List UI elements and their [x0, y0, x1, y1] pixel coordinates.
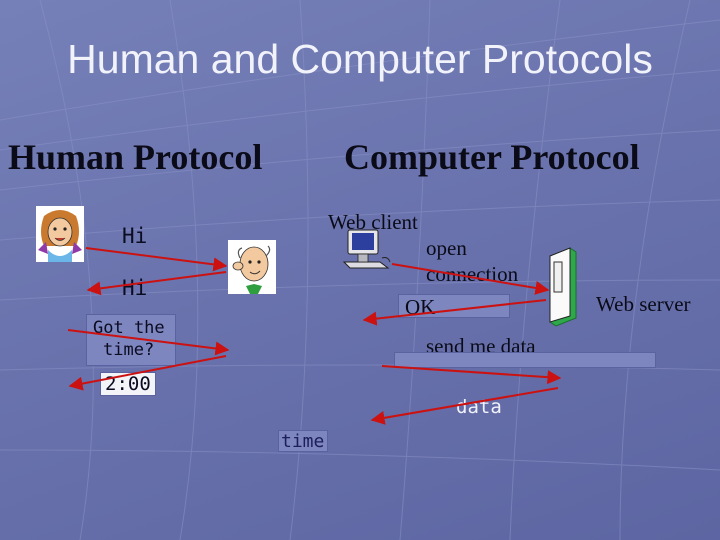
- arrow-hi-to-man: [86, 248, 226, 266]
- arrow-open-connection: [392, 264, 548, 290]
- arrow-answer: [70, 356, 226, 386]
- arrow-data: [372, 388, 558, 420]
- arrow-hi-to-woman: [88, 272, 226, 290]
- arrow-ok: [364, 300, 546, 320]
- arrow-got-time: [68, 330, 228, 350]
- arrow-send-me-data: [382, 366, 560, 378]
